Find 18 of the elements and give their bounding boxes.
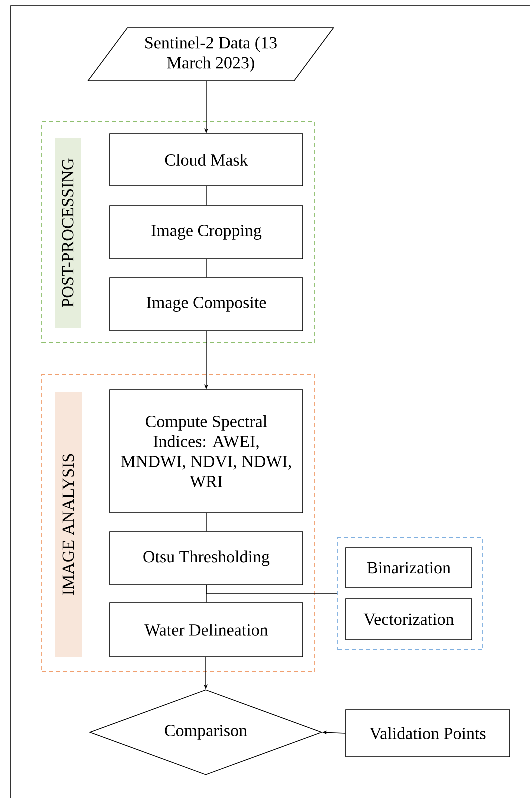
process-box: Cloud Mask bbox=[110, 134, 304, 186]
connector-line bbox=[206, 585, 338, 594]
process-box: Compute Spectral Indices: AWEI, MNDWI, NDVI, NDWI, WRI bbox=[110, 390, 304, 514]
dashed-group bbox=[42, 122, 316, 344]
process-box: Water Delineation bbox=[110, 602, 304, 658]
process-box: Binarization bbox=[346, 548, 472, 588]
dashed-group bbox=[338, 538, 484, 650]
connector-line bbox=[206, 259, 207, 278]
connector-line bbox=[206, 513, 207, 532]
process-box: Validation Points bbox=[346, 710, 510, 758]
dashed-group bbox=[42, 374, 316, 672]
connector-line bbox=[206, 186, 207, 206]
section-label: IMAGE ANALYSIS bbox=[55, 392, 82, 657]
process-box: Vectorization bbox=[346, 598, 472, 640]
process-box: Image Cropping bbox=[110, 206, 304, 260]
section-label: POST-PROCESSING bbox=[55, 138, 81, 328]
process-box: Image Composite bbox=[110, 278, 304, 332]
process-box: Otsu Thresholding bbox=[110, 532, 304, 586]
